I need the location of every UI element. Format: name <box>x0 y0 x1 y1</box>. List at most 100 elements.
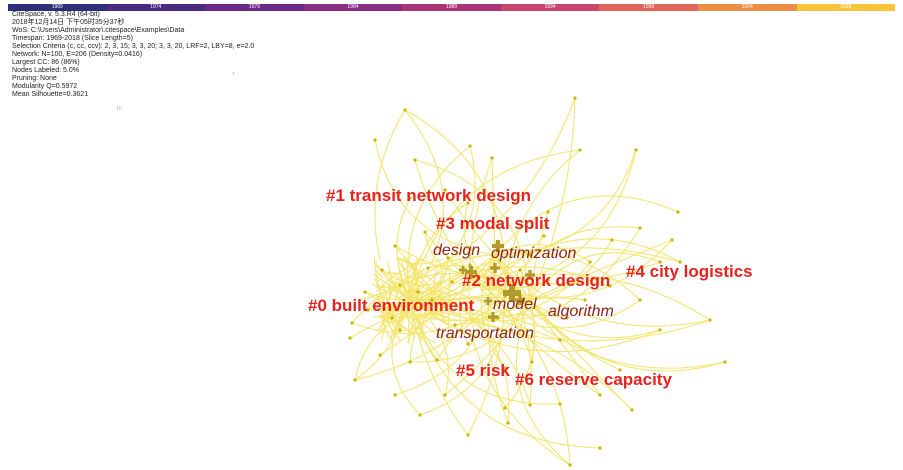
network-node[interactable] <box>588 260 592 264</box>
network-node[interactable] <box>378 353 382 357</box>
hub-node[interactable] <box>515 295 525 305</box>
cluster-label-transit-network-design[interactable]: #1 transit network design <box>326 186 531 205</box>
network-link <box>419 266 450 342</box>
network-link <box>407 287 440 315</box>
network-node[interactable] <box>348 336 352 340</box>
keyword-transportation[interactable]: transportation <box>436 325 534 342</box>
network-link <box>374 264 440 303</box>
cluster-label-modal-split[interactable]: #3 modal split <box>436 214 550 233</box>
hub-node[interactable] <box>490 263 500 273</box>
network-node[interactable] <box>476 276 480 280</box>
keyword-algorithm[interactable]: algorithm <box>548 303 614 320</box>
network-node[interactable] <box>413 158 417 162</box>
hub-node[interactable] <box>459 266 467 274</box>
network-node[interactable] <box>373 138 377 142</box>
network-node[interactable] <box>450 280 454 284</box>
network-node[interactable] <box>542 234 546 238</box>
network-node[interactable] <box>466 342 470 346</box>
network-link <box>387 271 447 307</box>
cluster-label-risk[interactable]: #5 risk <box>456 361 510 380</box>
network-node[interactable] <box>468 144 472 148</box>
network-node[interactable] <box>723 360 727 364</box>
network-node[interactable] <box>558 338 562 342</box>
cluster-label-city-logistics[interactable]: #4 city logistics <box>626 262 753 281</box>
network-node[interactable] <box>423 230 427 234</box>
network-node[interactable] <box>708 318 712 322</box>
network-node[interactable] <box>408 196 412 200</box>
cluster-label-built-environment[interactable]: #0 built environment <box>308 296 475 315</box>
network-node[interactable] <box>573 96 577 100</box>
network-node[interactable] <box>403 108 407 112</box>
network-node[interactable] <box>446 256 450 260</box>
network-node[interactable] <box>565 316 569 320</box>
keyword-model[interactable]: model <box>493 296 537 313</box>
network-node[interactable] <box>490 156 494 160</box>
network-node[interactable] <box>503 366 507 370</box>
network-node[interactable] <box>430 298 434 302</box>
network-node[interactable] <box>618 368 622 372</box>
network-node[interactable] <box>638 298 642 302</box>
network-node[interactable] <box>676 210 680 214</box>
network-node[interactable] <box>435 358 439 362</box>
network-node[interactable] <box>638 226 642 230</box>
network-node[interactable] <box>443 188 447 192</box>
hub-node[interactable] <box>465 266 477 278</box>
cluster-label-network-design[interactable]: #2 network design <box>462 271 611 290</box>
network-node[interactable] <box>393 393 397 397</box>
keyword-optimization[interactable]: optimization <box>491 245 577 262</box>
network-link <box>529 211 549 301</box>
hub-node[interactable] <box>488 312 498 322</box>
network-node[interactable] <box>366 308 370 312</box>
network-node[interactable] <box>418 413 422 417</box>
network-node[interactable] <box>630 408 634 412</box>
network-node[interactable] <box>670 238 674 242</box>
network-node[interactable] <box>678 260 682 264</box>
hub-node[interactable] <box>484 297 492 305</box>
network-node[interactable] <box>468 263 472 267</box>
network-node[interactable] <box>568 463 572 467</box>
network-node[interactable] <box>390 316 394 320</box>
network-node[interactable] <box>530 360 534 364</box>
network-link <box>402 256 447 301</box>
network-node[interactable] <box>363 290 367 294</box>
network-node[interactable] <box>393 244 397 248</box>
network-node[interactable] <box>578 148 582 152</box>
network-node[interactable] <box>466 201 470 205</box>
network-link <box>414 159 471 276</box>
network-node[interactable] <box>546 210 550 214</box>
network-node[interactable] <box>416 290 420 294</box>
network-node[interactable] <box>350 321 354 325</box>
network-node[interactable] <box>408 360 412 364</box>
cluster-label-reserve-capacity[interactable]: #6 reserve capacity <box>515 370 672 389</box>
network-node[interactable] <box>398 283 402 287</box>
network-node[interactable] <box>528 253 532 257</box>
network-node[interactable] <box>558 402 562 406</box>
keyword-design[interactable]: design <box>433 242 481 259</box>
network-node[interactable] <box>443 393 447 397</box>
network-node[interactable] <box>608 284 612 288</box>
network-node[interactable] <box>518 268 522 272</box>
network-node[interactable] <box>634 148 638 152</box>
network-node[interactable] <box>503 406 507 410</box>
network-node[interactable] <box>353 378 357 382</box>
network-node[interactable] <box>598 393 602 397</box>
info-line-network: Network: N=100, E=206 (Density=0.0416) <box>12 51 143 58</box>
network-node[interactable] <box>598 446 602 450</box>
network-node[interactable] <box>426 266 430 270</box>
hub-node[interactable] <box>525 270 535 280</box>
hub-node[interactable] <box>503 284 521 302</box>
network-node[interactable] <box>398 328 402 332</box>
network-node[interactable] <box>658 260 662 264</box>
network-node[interactable] <box>506 421 510 425</box>
network-node[interactable] <box>466 433 470 437</box>
network-node[interactable] <box>610 238 614 242</box>
network-node[interactable] <box>453 323 457 327</box>
hub-node[interactable] <box>492 240 504 252</box>
network-node[interactable] <box>546 278 550 282</box>
network-node[interactable] <box>380 268 384 272</box>
network-node[interactable] <box>583 298 587 302</box>
network-node[interactable] <box>658 328 662 332</box>
network-node[interactable] <box>528 403 532 407</box>
network-link <box>374 109 406 261</box>
